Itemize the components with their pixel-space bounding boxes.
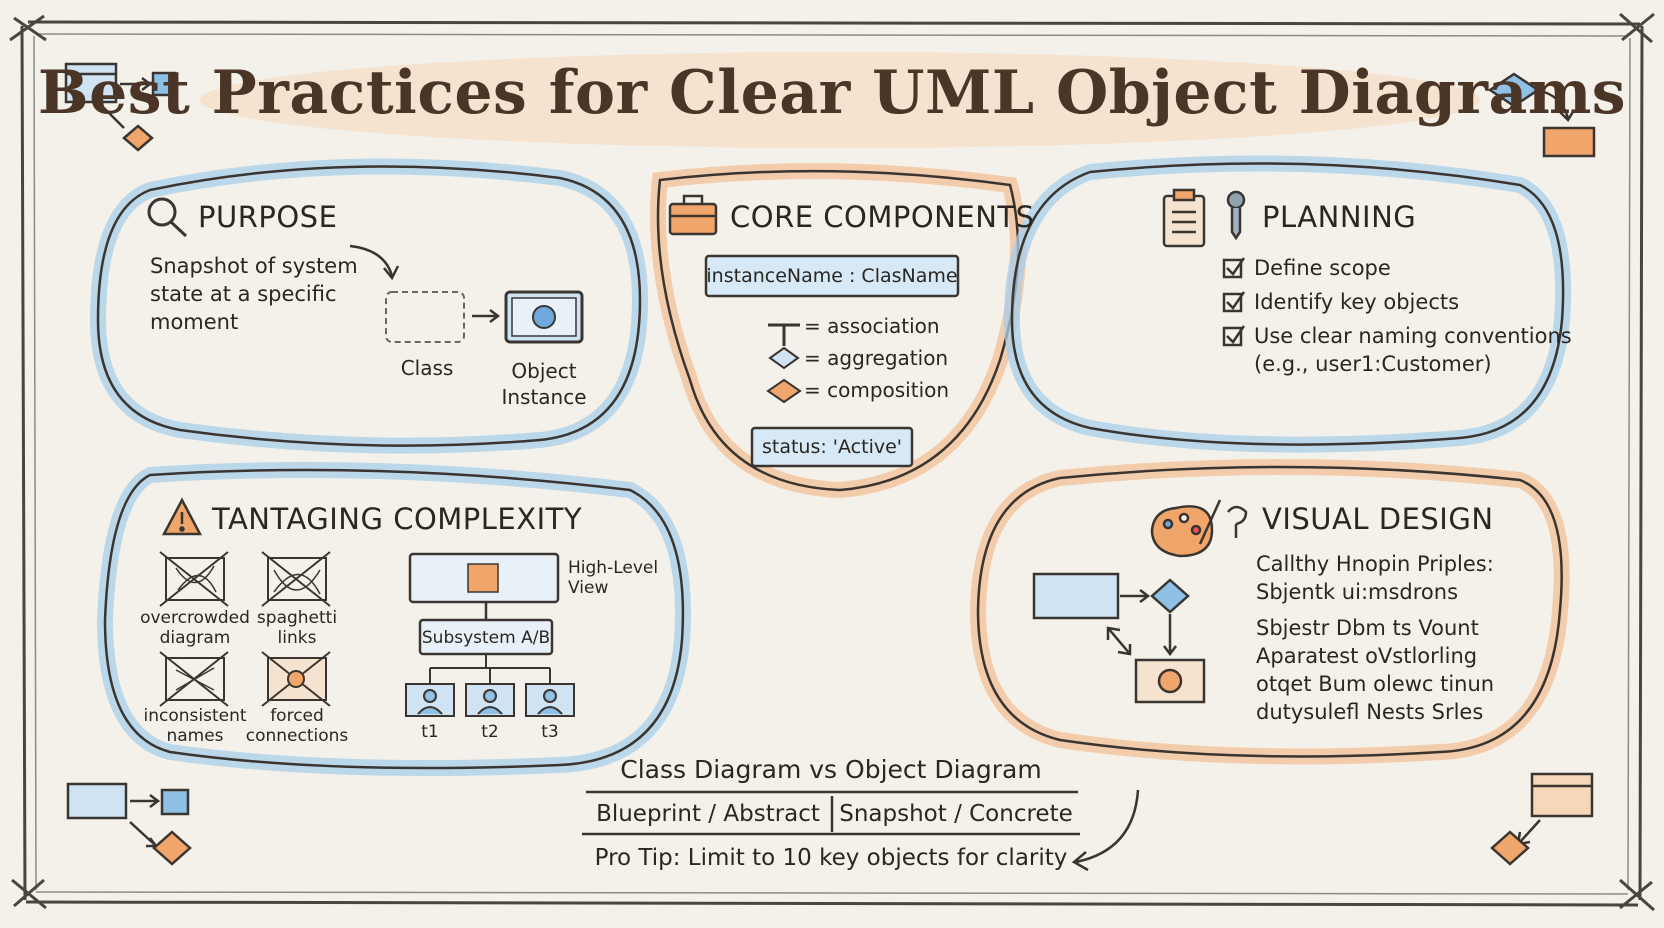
visual-line-3: Sbjestr Dbm ts Vount [1256,616,1479,640]
checkbox-icon-3 [1222,325,1246,347]
status-box [750,426,914,468]
anti-pattern-spaghetti: spaghetti links [256,608,338,648]
comparison-table-lines [582,790,1080,836]
class-to-object-arrow [472,309,501,323]
purpose-arrow [349,244,400,281]
magnifier-icon [147,197,188,238]
clipboard-icon [1162,188,1206,248]
corner-decoration-bottom-left [66,782,192,866]
anti-pattern-icons [159,551,331,707]
object-instance-label: Object Instance [501,359,587,409]
pro-tip: Pro Tip: Limit to 10 key objects for cla… [594,845,1068,871]
instance-name-box [704,254,960,298]
visual-line-4: Aparatest oVstlorling [1256,644,1478,668]
complexity-heading: TANTAGING COMPLEXITY [212,502,583,536]
warning-icon [161,497,203,536]
anti-pattern-overcrowded: overcrowded diagram [140,608,250,648]
class-label: Class [400,356,454,380]
anti-pattern-inconsistent: inconsistent names [143,706,247,746]
timeline-tree [429,654,551,684]
anti-pattern-forced: forced connections [245,706,349,746]
toolbox-icon [668,194,718,236]
purpose-heading: PURPOSE [198,200,338,234]
brush-icon [1227,505,1248,538]
checkbox-icon-2 [1222,291,1246,313]
page-frame [9,12,1655,912]
object-instance-box [504,290,584,344]
purpose-text: Snapshot of system state at a specific m… [150,254,358,334]
planning-heading: PLANNING [1262,200,1417,234]
high-level-view-box [408,552,560,620]
timeline-label-1: t1 [421,722,439,742]
composition-diamond [766,378,802,404]
legend-aggregation: = aggregation [804,346,949,370]
timeline-label-3: t3 [541,722,559,742]
core-components-heading: CORE COMPONENTS [730,200,1035,234]
pro-tip-arrow [1071,789,1140,872]
page-title: Best Practices for Clear UML Object Diag… [37,58,1627,128]
title-highlight [200,52,1480,148]
corner-decoration-top-left [64,62,177,152]
comparison-right: Snapshot / Concrete [839,801,1073,827]
planning-item-1: Define scope [1254,256,1391,280]
instance-name-text: instanceName : ClasName [706,265,958,287]
pencil-icon [1226,190,1246,241]
visual-line-2: Sbjentk ui:msdrons [1256,580,1459,604]
aggregation-diamond [768,346,800,370]
palette-icon [1150,499,1222,558]
high-level-view-label: High-Level View [568,558,659,598]
visual-design-diagram [1032,572,1206,704]
visual-line-5: otqet Bum olewc tinun [1256,672,1495,696]
visual-line-6: dutysulefl Nests Srles [1256,700,1484,724]
planning-item-3: Use clear naming conventions (e.g., user… [1254,324,1572,376]
checkbox-icon-1 [1222,257,1246,279]
comparison-heading: Class Diagram vs Object Diagram [620,755,1042,784]
status-text: status: 'Active' [761,436,903,458]
corner-decoration-top-right [1487,72,1596,158]
timeline-label-2: t2 [481,722,499,742]
legend-association: = association [804,314,940,338]
association-symbol [768,323,800,346]
user-icons [405,683,575,717]
visual-line-1: Callthy Hnopin Priples: [1256,552,1494,576]
subsystem-label: Subsystem A/B [421,628,551,648]
corner-decoration-bottom-right [1490,772,1594,866]
planning-item-2: Identify key objects [1254,290,1460,314]
class-box [385,291,465,343]
visual-design-heading: VISUAL DESIGN [1262,502,1494,536]
comparison-left: Blueprint / Abstract [596,801,820,827]
legend-composition: = composition [804,378,950,402]
